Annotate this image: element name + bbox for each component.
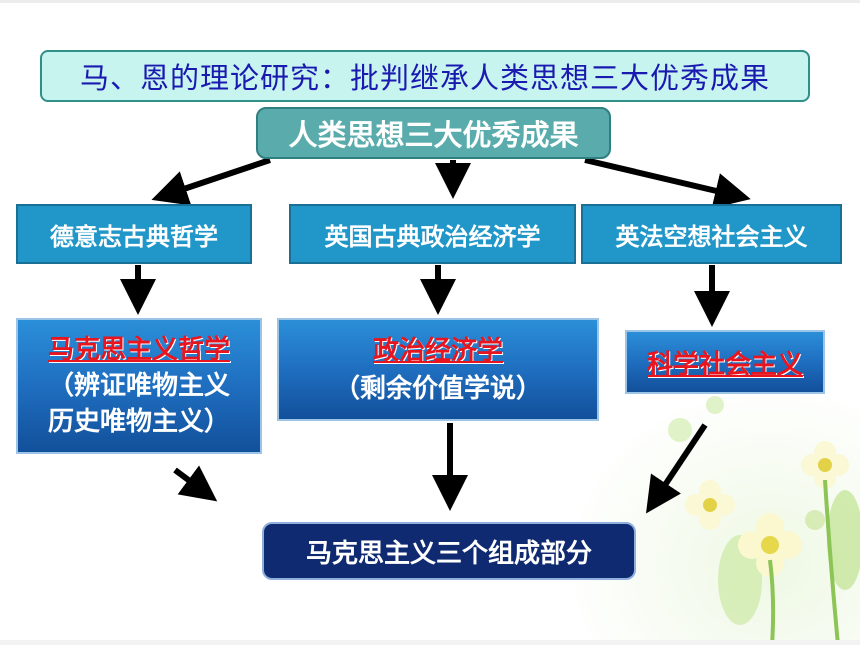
top-node-box: 人类思想三大优秀成果	[256, 107, 611, 159]
source-box-german-philosophy: 德意志古典哲学	[16, 204, 252, 264]
component-name: 政治经济学	[372, 335, 503, 366]
component-note-line: （辨证唯物主义	[47, 371, 230, 401]
component-note-line: 历史唯物主义）	[47, 407, 230, 437]
bottom-border	[0, 640, 860, 645]
component-note-line: （剩余价值学说）	[333, 373, 542, 404]
component-box-political-economy: 政治经济学 （剩余价值学说）	[277, 318, 599, 421]
component-name: 科学社会主义	[646, 349, 803, 380]
arrow-component-1-to-result	[173, 465, 218, 502]
component-box-scientific-socialism: 科学社会主义	[625, 330, 825, 394]
component-name: 马克思主义哲学	[47, 335, 230, 365]
source-box-utopian-socialism: 英法空想社会主义	[581, 204, 842, 264]
slide-title: 马、恩的理论研究：批判继承人类思想三大优秀成果	[40, 50, 810, 102]
arrow-top-to-source-1	[151, 157, 271, 206]
top-border	[0, 0, 860, 3]
arrow-top-to-source-3	[584, 157, 751, 209]
flower-decoration	[668, 396, 860, 645]
result-box: 马克思主义三个组成部分	[262, 522, 636, 580]
component-box-philosophy: 马克思主义哲学 （辨证唯物主义 历史唯物主义）	[16, 318, 262, 454]
arrow-component-3-to-result	[646, 423, 708, 514]
source-box-british-economics: 英国古典政治经济学	[289, 204, 576, 264]
